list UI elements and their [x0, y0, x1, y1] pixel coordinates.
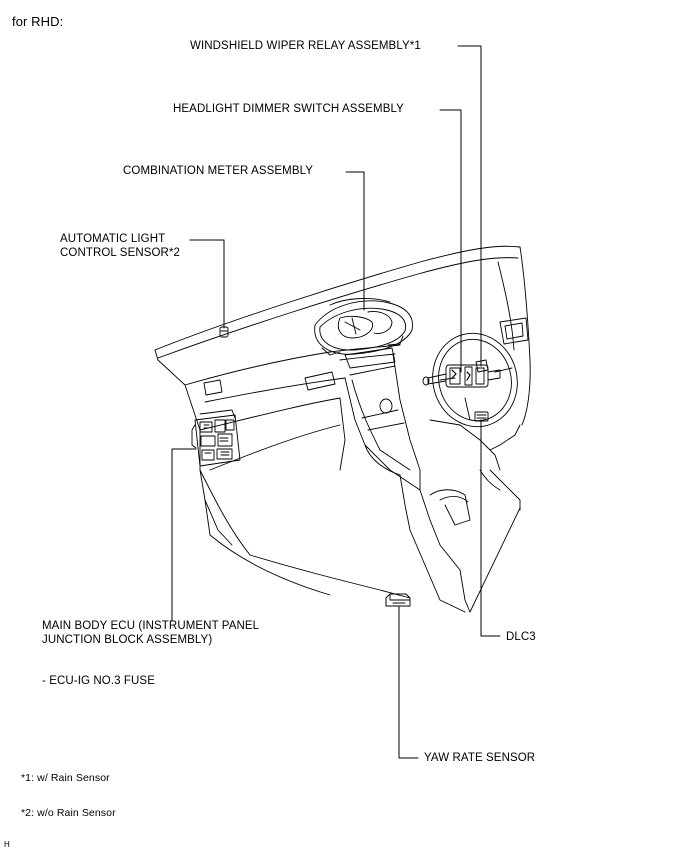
- wiper-relay-art: [475, 359, 489, 373]
- dashboard-outline: [154, 245, 531, 613]
- label-auto-light-sensor-line1: AUTOMATIC LIGHT: [60, 233, 166, 245]
- yaw-rate-sensor-art: [385, 593, 411, 607]
- leader-lines: [171, 45, 501, 759]
- leader-dlc3: [480, 419, 501, 637]
- label-yaw-rate-sensor: YAW RATE SENSOR: [424, 752, 536, 764]
- label-headlight-dimmer-switch: HEADLIGHT DIMMER SWITCH ASSEMBLY: [173, 103, 404, 115]
- label-ecu-ig-fuse: - ECU-IG NO.3 FUSE: [42, 675, 155, 687]
- footnote-1: *1: w/ Rain Sensor: [21, 772, 110, 784]
- label-main-body-ecu-line1: MAIN BODY ECU (INSTRUMENT PANEL: [42, 620, 260, 632]
- leader-auto-light-sensor: [189, 239, 225, 329]
- auto-light-sensor-art: [219, 326, 229, 338]
- leader-yaw-rate: [398, 606, 419, 759]
- corner-code: H: [4, 840, 10, 849]
- steering-wheel-art: [422, 332, 518, 428]
- label-main-body-ecu-line2: JUNCTION BLOCK ASSEMBLY): [42, 634, 213, 646]
- label-dlc3: DLC3: [506, 631, 536, 643]
- label-combination-meter: COMBINATION METER ASSEMBLY: [123, 165, 314, 177]
- leader-headlight-switch: [439, 109, 462, 373]
- main-body-ecu-art: [191, 409, 241, 467]
- leader-main-body-ecu: [171, 448, 197, 622]
- leader-combination-meter: [345, 171, 365, 311]
- footnote-2: *2: w/o Rain Sensor: [21, 807, 116, 819]
- dlc3-art: [474, 411, 489, 422]
- combination-meter-art: [314, 298, 413, 356]
- page-heading: for RHD:: [12, 14, 64, 29]
- label-windshield-wiper-relay: WINDSHIELD WIPER RELAY ASSEMBLY*1: [190, 40, 421, 52]
- label-auto-light-sensor-line2: CONTROL SENSOR*2: [60, 247, 181, 259]
